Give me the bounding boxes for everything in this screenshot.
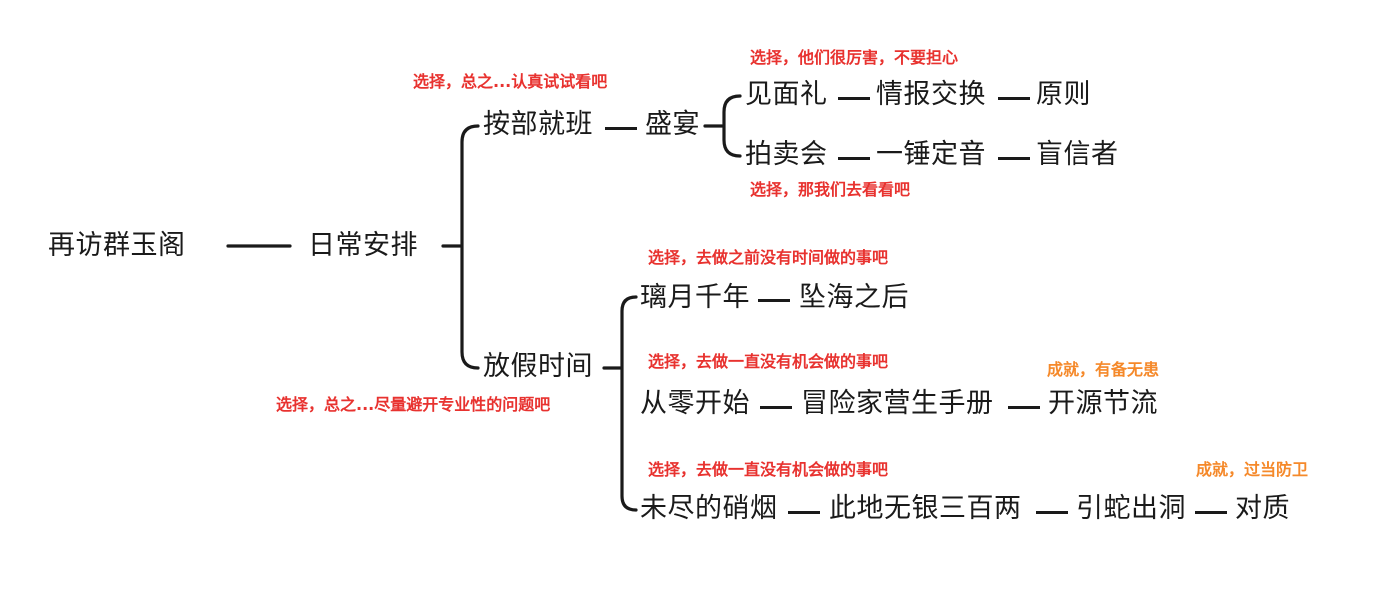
dash [838, 157, 870, 160]
step-greeting-gift: 见面礼 [745, 79, 828, 110]
step-adventurer-handbook: 冒险家营生手册 [801, 388, 994, 419]
dash [1195, 511, 1227, 514]
step-liyue-millennium: 璃月千年 [640, 282, 750, 313]
schedule-node: 日常安排 [308, 230, 418, 261]
step-lure-snake: 引蛇出洞 [1076, 493, 1186, 524]
branch-b-choice-note: 选择，总之...尽量避开专业性的问题吧 [276, 395, 551, 414]
feast-row2-choice-note: 选择，那我们去看看吧 [750, 180, 911, 199]
dash [788, 511, 820, 514]
step-confrontation: 对质 [1235, 493, 1290, 524]
vacation-row2-achievement-note: 成就，有备无患 [1047, 360, 1160, 379]
vacation-row3-achievement-note: 成就，过当防卫 [1196, 460, 1309, 479]
dash [998, 97, 1030, 100]
feast-row1-choice-note: 选择，他们很厉害，不要担心 [750, 48, 959, 67]
connector-feast-bracket [722, 94, 742, 158]
step-start-from-zero: 从零开始 [640, 388, 750, 419]
branch-b-node: 放假时间 [483, 351, 593, 382]
vacation-row2-choice-note: 选择，去做一直没有机会做的事吧 [648, 352, 889, 371]
step-after-sea-fall: 坠海之后 [799, 282, 909, 313]
step-unfinished-smoke: 未尽的硝烟 [640, 493, 778, 524]
vacation-row1-choice-note: 选择，去做之前没有时间做的事吧 [648, 248, 889, 267]
dash [998, 157, 1030, 160]
step-principle: 原则 [1036, 79, 1091, 110]
step-auction: 拍卖会 [745, 139, 828, 170]
step-no-silver-here: 此地无银三百两 [829, 493, 1022, 524]
dash [1008, 406, 1040, 409]
connector-vacation-bracket [620, 295, 638, 512]
step-info-exchange: 情报交换 [876, 79, 986, 110]
dash [1036, 511, 1068, 514]
dash [760, 406, 792, 409]
branch-a-node: 按部就班 [483, 109, 593, 140]
step-open-source-save: 开源节流 [1048, 388, 1158, 419]
root-node: 再访群玉阁 [48, 230, 186, 261]
step-final-hammer: 一锤定音 [876, 139, 986, 170]
dash [605, 127, 637, 130]
feast-node: 盛宴 [645, 109, 700, 140]
branch-a-choice-note: 选择，总之...认真试试看吧 [413, 72, 608, 91]
vacation-row3-choice-note: 选择，去做一直没有机会做的事吧 [648, 460, 889, 479]
dash [758, 299, 790, 302]
dash [838, 97, 870, 100]
step-blind-believer: 盲信者 [1036, 139, 1119, 170]
connector-branch-bracket [460, 124, 480, 370]
